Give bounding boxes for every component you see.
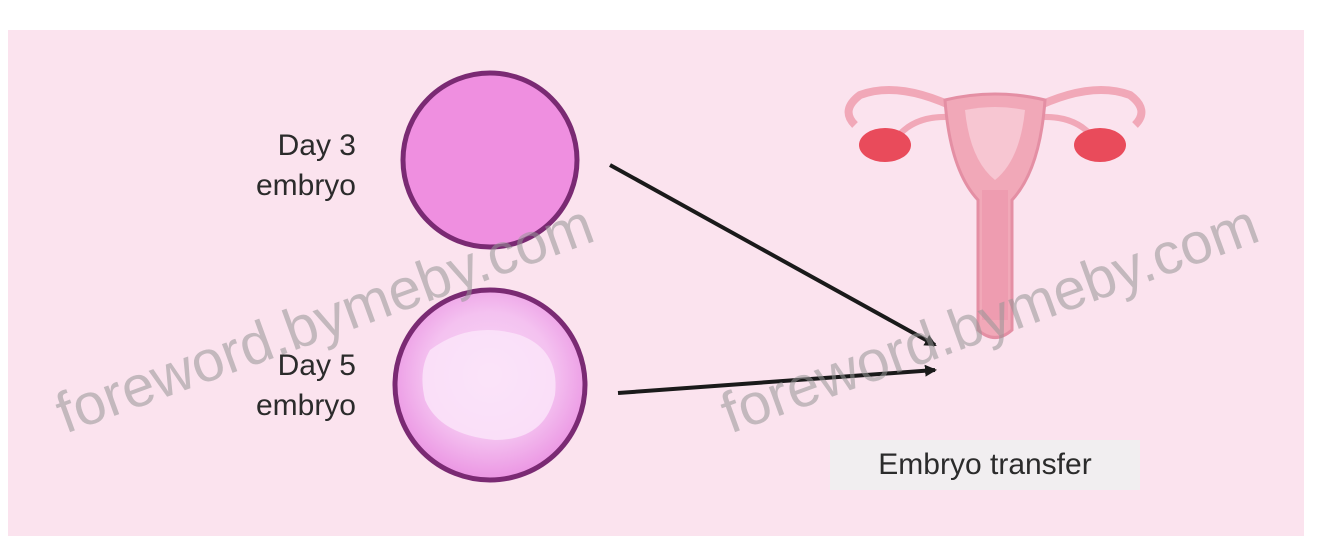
- day5-embryo-label: Day 5 embryo: [224, 346, 356, 426]
- arrow-day5-to-uterus: [618, 370, 935, 393]
- left-ovary: [859, 128, 911, 162]
- uterus-illustration: [849, 90, 1142, 338]
- day3-label-line1: Day 3: [224, 126, 356, 166]
- arrow-day3-to-uterus: [610, 165, 935, 345]
- day3-embryo-label: Day 3 embryo: [224, 126, 356, 206]
- day5-label-line2: embryo: [224, 386, 356, 426]
- day3-label-line2: embryo: [224, 166, 356, 206]
- right-ovary: [1074, 128, 1126, 162]
- day3-embryo: [403, 73, 577, 247]
- embryo-transfer-label: Embryo transfer: [830, 440, 1140, 490]
- day5-label-line1: Day 5: [224, 346, 356, 386]
